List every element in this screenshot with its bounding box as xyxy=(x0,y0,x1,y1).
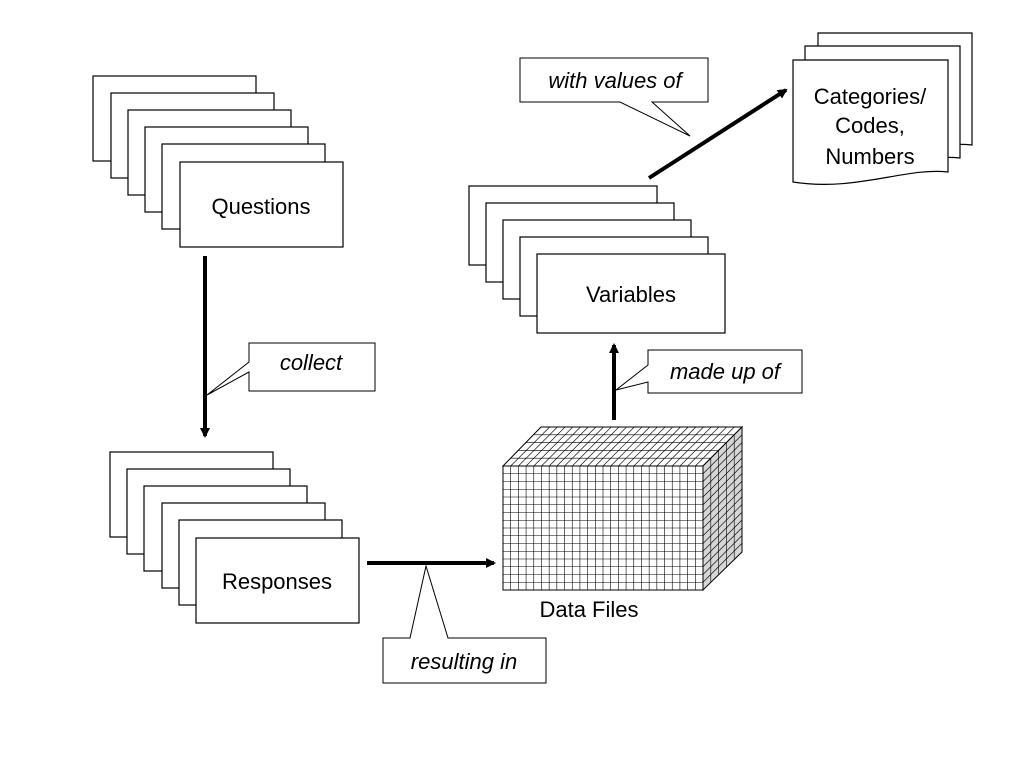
with-values-of-callout xyxy=(519,57,709,137)
categories-label-line3: Numbers xyxy=(825,144,914,169)
with-values-of-label: with values of xyxy=(548,68,684,93)
made-up-of-label: made up of xyxy=(670,359,783,384)
made-up-of-callout xyxy=(615,349,803,394)
questions-label: Questions xyxy=(211,194,310,219)
variables-stack xyxy=(468,185,726,334)
variables-label: Variables xyxy=(586,282,676,307)
responses-label: Responses xyxy=(222,569,332,594)
questions-stack xyxy=(92,75,344,248)
collect-callout xyxy=(206,342,376,396)
with-values-of-arrow xyxy=(647,88,788,180)
data-cube xyxy=(501,425,744,592)
collect-label: collect xyxy=(280,350,343,375)
categories-label-line2: Codes, xyxy=(835,113,905,138)
categories-stack xyxy=(792,32,973,185)
data-cube-grid xyxy=(503,426,743,590)
resulting-in-label: resulting in xyxy=(411,649,517,674)
categories-label-line1: Categories/ xyxy=(814,84,927,109)
responses-stack xyxy=(109,451,360,624)
resulting-in-callout xyxy=(382,564,547,684)
data-files-label: Data Files xyxy=(539,597,638,622)
